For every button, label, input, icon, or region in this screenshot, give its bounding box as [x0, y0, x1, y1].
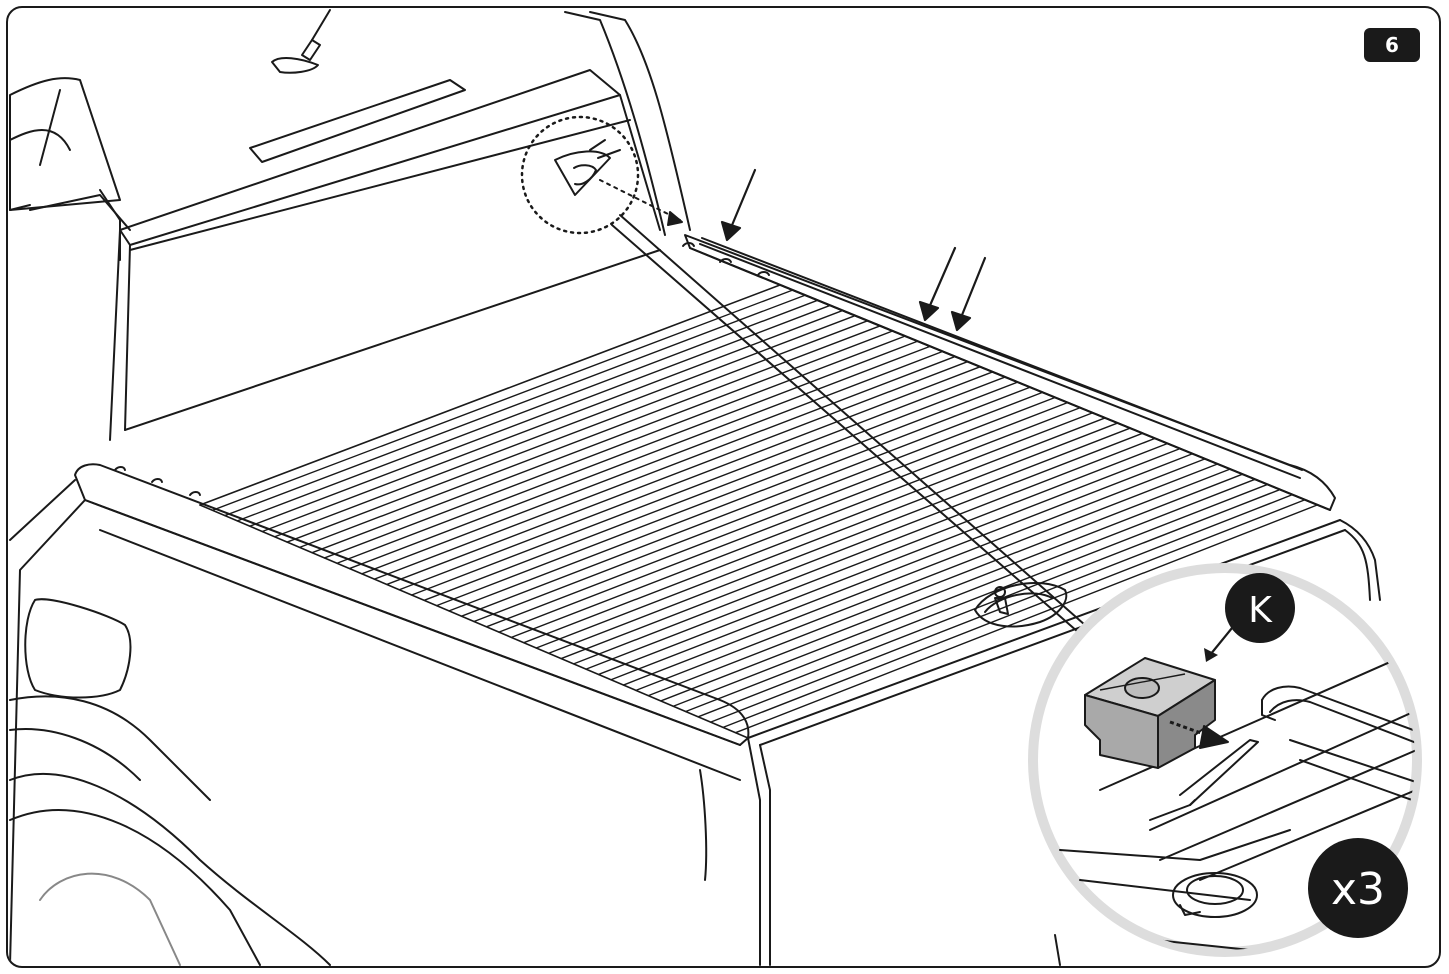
pointer-arrows [720, 168, 987, 332]
shutter-slat [373, 355, 956, 580]
shutter-slat [523, 417, 1106, 644]
shutter-slat [510, 412, 1094, 639]
shutter-slat [224, 294, 806, 517]
shutter-slat [722, 499, 1306, 729]
eye-view-indicator [520, 115, 683, 235]
shutter-slat [635, 463, 1219, 692]
shutter-slat [448, 386, 1031, 612]
shutter-slat [498, 407, 1081, 633]
shutter-slat [435, 381, 1019, 607]
shutter-slat [473, 396, 1056, 623]
shutter-slat [660, 473, 1244, 702]
shutter-slat [535, 422, 1119, 649]
tailgate-lock [974, 582, 1068, 628]
shutter-slat [485, 401, 1069, 628]
detail-magnifier: K x3 [1028, 563, 1422, 957]
leader-line-2 [611, 224, 1079, 633]
part-letter: K [1248, 590, 1273, 631]
k-pointer-arrowhead [1204, 648, 1218, 662]
shutter-slat [548, 427, 1131, 654]
shutter-slat [211, 289, 794, 511]
shutter-slat [236, 299, 819, 522]
k-slider-part [1084, 657, 1229, 769]
shutter-slat [323, 335, 906, 559]
truck-cab [9, 9, 691, 441]
shutter-slat [261, 309, 844, 533]
shutter-slat [709, 493, 1294, 723]
part-letter-badge [1225, 573, 1295, 643]
shutter-slat [298, 325, 881, 549]
shutter-slat [734, 504, 1319, 734]
shutter-slat [685, 483, 1269, 713]
shutter-slat [348, 345, 931, 570]
k-pointer-arrow [1209, 627, 1233, 656]
shutter-slat [610, 453, 1194, 681]
shutter-slat [286, 320, 869, 543]
quantity-badge [1308, 838, 1408, 938]
shutter-slat [622, 458, 1206, 686]
shutter-slat [647, 468, 1231, 697]
roller-shutter-slats [211, 289, 1319, 734]
shutter-slat [411, 371, 994, 596]
shutter-slat [597, 447, 1181, 676]
shutter-slat [398, 366, 981, 591]
shutter-slat [572, 437, 1156, 665]
shutter-slat [311, 330, 894, 554]
shutter-slat [423, 376, 1006, 602]
shutter-slat [249, 304, 831, 527]
shutter-slat [460, 391, 1044, 617]
shutter-slat [361, 350, 944, 575]
leader-line [619, 214, 1086, 626]
shutter-slat [697, 488, 1281, 718]
quantity-label: x3 [1331, 864, 1385, 915]
shutter-slat [386, 361, 969, 586]
step-number-badge: 6 [1364, 28, 1420, 62]
shutter-slat [336, 340, 919, 564]
shutter-slat [672, 478, 1256, 707]
shutter-slat [560, 432, 1144, 660]
page-frame [6, 6, 1441, 968]
shutter-slat [585, 442, 1169, 670]
